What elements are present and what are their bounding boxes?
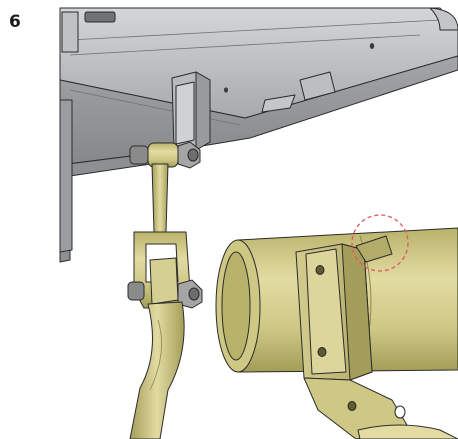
frame-rail (59, 7, 458, 263)
frame-bracket (171, 71, 211, 151)
stabilizer-bar (129, 301, 185, 439)
stabilizer-link (133, 163, 191, 309)
tube-bracket (295, 235, 458, 439)
callout-circle (351, 214, 409, 272)
step-number: 6 (9, 12, 21, 32)
bracket-hole-lower (317, 347, 327, 357)
bracket-hole-upper (315, 265, 325, 275)
upper-bolt (129, 141, 201, 169)
lower-bolt (127, 279, 203, 309)
